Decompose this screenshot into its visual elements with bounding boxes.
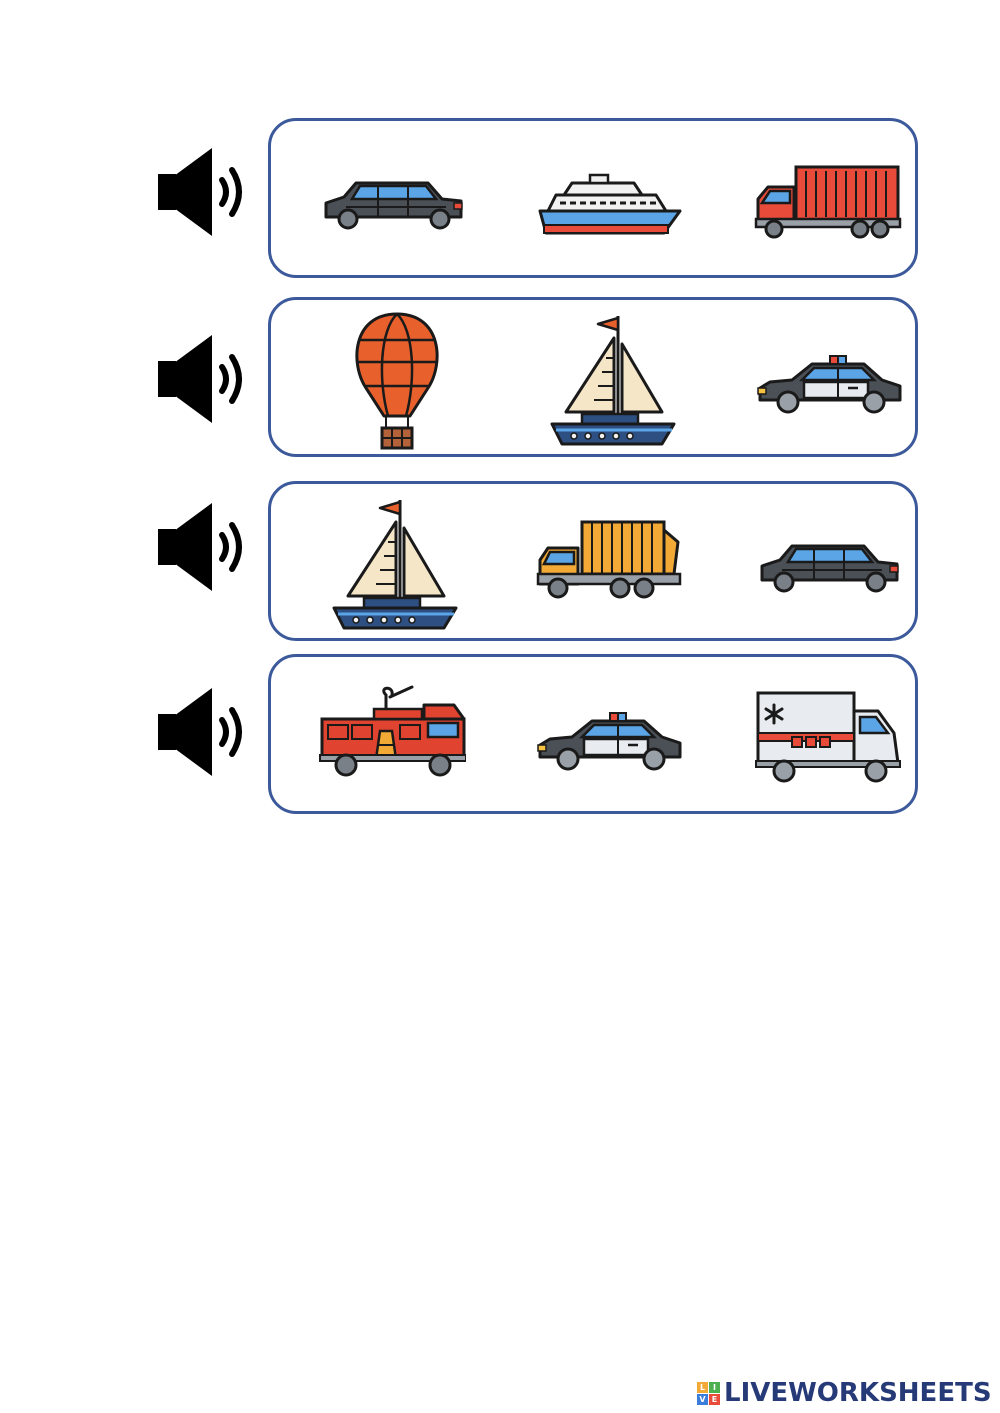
question-row-2 bbox=[0, 297, 1000, 463]
speaker-icon[interactable] bbox=[154, 686, 250, 778]
question-row-4 bbox=[0, 654, 1000, 820]
speaker-icon[interactable] bbox=[154, 146, 250, 238]
ambulance-icon[interactable] bbox=[747, 663, 907, 811]
liveworksheets-logo-icon: L I V E bbox=[697, 1381, 720, 1405]
police-car-icon[interactable] bbox=[749, 306, 909, 454]
garbage-truck-icon[interactable] bbox=[529, 490, 689, 638]
police-car-icon[interactable] bbox=[529, 663, 689, 811]
logo-letter: I bbox=[709, 1381, 720, 1393]
container-truck-icon[interactable] bbox=[747, 127, 907, 275]
logo-letter: E bbox=[709, 1393, 720, 1405]
answer-box-3 bbox=[268, 481, 918, 641]
question-row-1 bbox=[0, 118, 1000, 284]
speaker-icon[interactable] bbox=[154, 333, 250, 425]
limousine-icon[interactable] bbox=[311, 127, 471, 275]
liveworksheets-brand: L I V E LIVEWORKSHEETS bbox=[697, 1378, 997, 1408]
logo-letter: L bbox=[697, 1381, 708, 1393]
limousine-icon[interactable] bbox=[747, 490, 907, 638]
answer-box-1 bbox=[268, 118, 918, 278]
sailboat-icon[interactable] bbox=[533, 306, 693, 454]
speaker-icon[interactable] bbox=[154, 501, 250, 593]
answer-box-2 bbox=[268, 297, 918, 457]
fire-truck-icon[interactable] bbox=[311, 663, 471, 811]
answer-box-4 bbox=[268, 654, 918, 814]
logo-letter: V bbox=[697, 1393, 708, 1405]
cruise-ship-icon[interactable] bbox=[529, 127, 689, 275]
question-row-3 bbox=[0, 481, 1000, 647]
hot-air-balloon-icon[interactable] bbox=[317, 306, 477, 454]
brand-name: LIVEWORKSHEETS bbox=[724, 1378, 992, 1408]
sailboat-icon[interactable] bbox=[315, 490, 475, 638]
